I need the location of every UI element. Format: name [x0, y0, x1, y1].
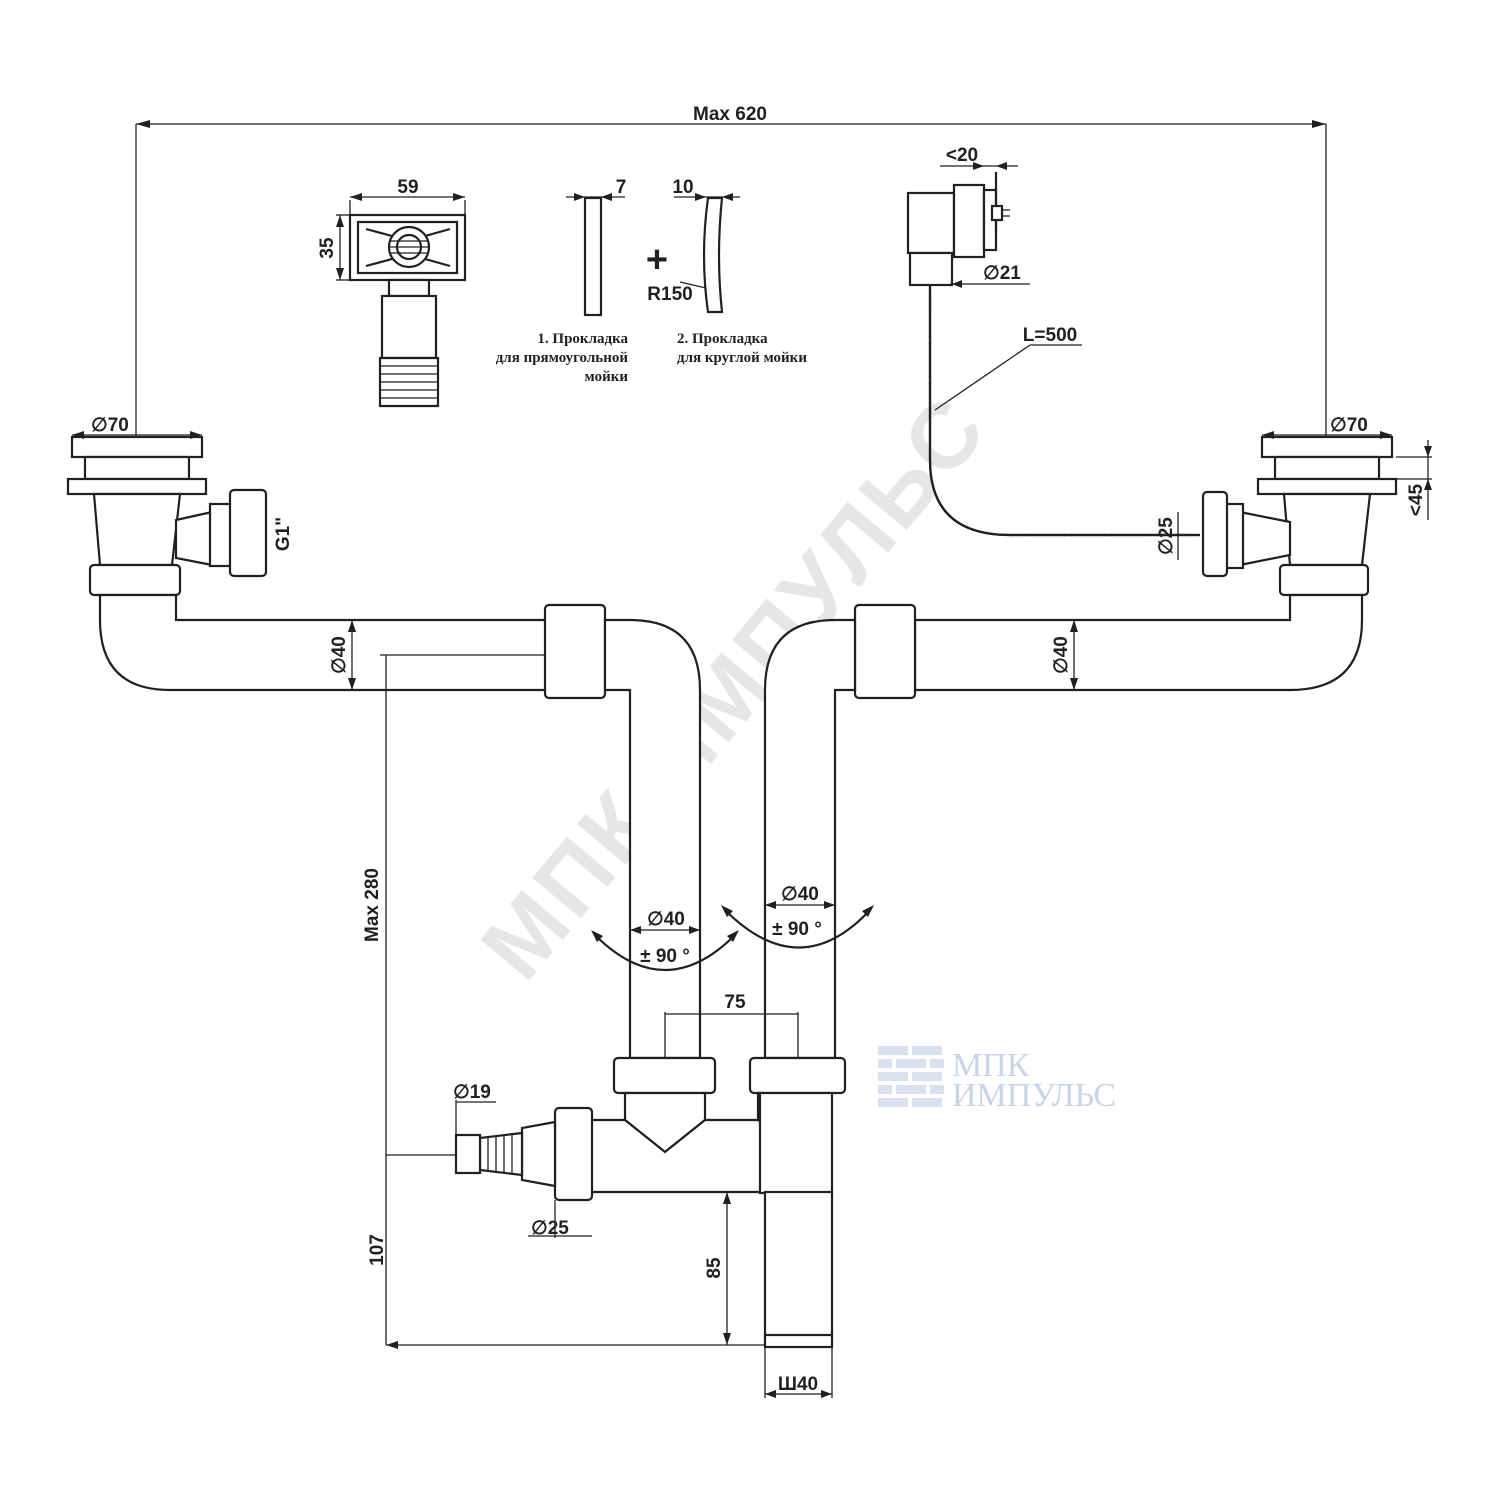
max-height-dimension: Max 280: [362, 654, 545, 1345]
logo-line1: МПК: [952, 1047, 1030, 1084]
outlet-height-label: 85: [704, 1257, 725, 1279]
right-pipe-diameter-label: ∅40: [1051, 636, 1072, 674]
left-drain-pipe: ∅40: [98, 593, 702, 1060]
gasket-curved: 10 R150 2. Прокладка для круглой мойки: [647, 177, 807, 366]
right-bowl-outlet: ∅70 <45: [1201, 415, 1432, 597]
right-bowl-diameter-label: ∅70: [1330, 415, 1368, 436]
left-pipe-diameter-label: ∅40: [329, 636, 350, 674]
gasket-flat: 7 1. Прокладка для прямоугольной мойки: [496, 177, 629, 385]
rectangular-overflow-grid: 59 35: [317, 177, 467, 408]
grid-width-label: 59: [397, 177, 418, 198]
overflow-assembly: ∅21 <20 L=500 ∅25: [906, 145, 1200, 560]
left-bowl-outlet: ∅70 G1": [66, 415, 294, 597]
hose-diameter-label: ∅25: [1156, 517, 1177, 555]
gasket2-thickness-label: 10: [672, 177, 693, 198]
riser-spacing-dimension: 75: [664, 992, 799, 1058]
max-height-label: Max 280: [362, 868, 383, 942]
right-rotation-label: ± 90 °: [772, 919, 822, 940]
right-rotation-annotation: ∅40 ± 90 °: [721, 884, 874, 949]
gasket1-note-line1: 1. Прокладка: [537, 331, 628, 347]
brand-logo: МПК ИМПУЛЬС: [878, 1046, 1116, 1114]
total-width-label: Max 620: [693, 104, 767, 125]
gasket1-note-line3: мойки: [585, 369, 629, 385]
left-riser-diameter-label: ∅40: [647, 909, 685, 930]
right-riser-diameter-label: ∅40: [781, 884, 819, 905]
gasket2-note-line2: для круглой мойки: [677, 350, 807, 366]
base-height-label: 107: [367, 1234, 388, 1266]
inlet-nozzle: ∅19 ∅25: [386, 1082, 594, 1239]
left-rotation-annotation: ∅40 ± 90 °: [591, 909, 739, 972]
overflow-diameter-label: ∅21: [983, 263, 1021, 284]
left-bowl-diameter-label: ∅70: [91, 415, 129, 436]
logo-line2: ИМПУЛЬС: [952, 1077, 1116, 1114]
thread-label: G1": [273, 517, 294, 551]
outlet-diameter-label: Ш40: [778, 1374, 818, 1395]
inlet-base-diameter-label: ∅25: [531, 1218, 569, 1239]
hose-length-label: L=500: [1023, 325, 1077, 346]
plus-sign: +: [646, 239, 668, 281]
gasket1-thickness-label: 7: [616, 177, 627, 198]
gasket1-note-line2: для прямоугольной: [496, 350, 629, 366]
total-width-dimension: Max 620: [135, 104, 1327, 436]
overflow-offset-label: <20: [946, 145, 978, 166]
inlet-diameter-label: ∅19: [453, 1082, 491, 1103]
riser-spacing-label: 75: [724, 992, 746, 1013]
grid-height-label: 35: [317, 237, 338, 259]
bottom-dimensions: 107 85 Ш40: [367, 1192, 833, 1398]
gasket2-radius-label: R150: [647, 284, 692, 305]
gasket2-note-line1: 2. Прокладка: [677, 331, 768, 347]
right-drain-pipe: ∅40: [763, 593, 1364, 1060]
right-bowl-height-label: <45: [1406, 483, 1427, 516]
bottom-tee: [588, 1056, 847, 1349]
brick-logo-icon: [878, 1046, 944, 1107]
left-rotation-label: ± 90 °: [640, 946, 690, 967]
